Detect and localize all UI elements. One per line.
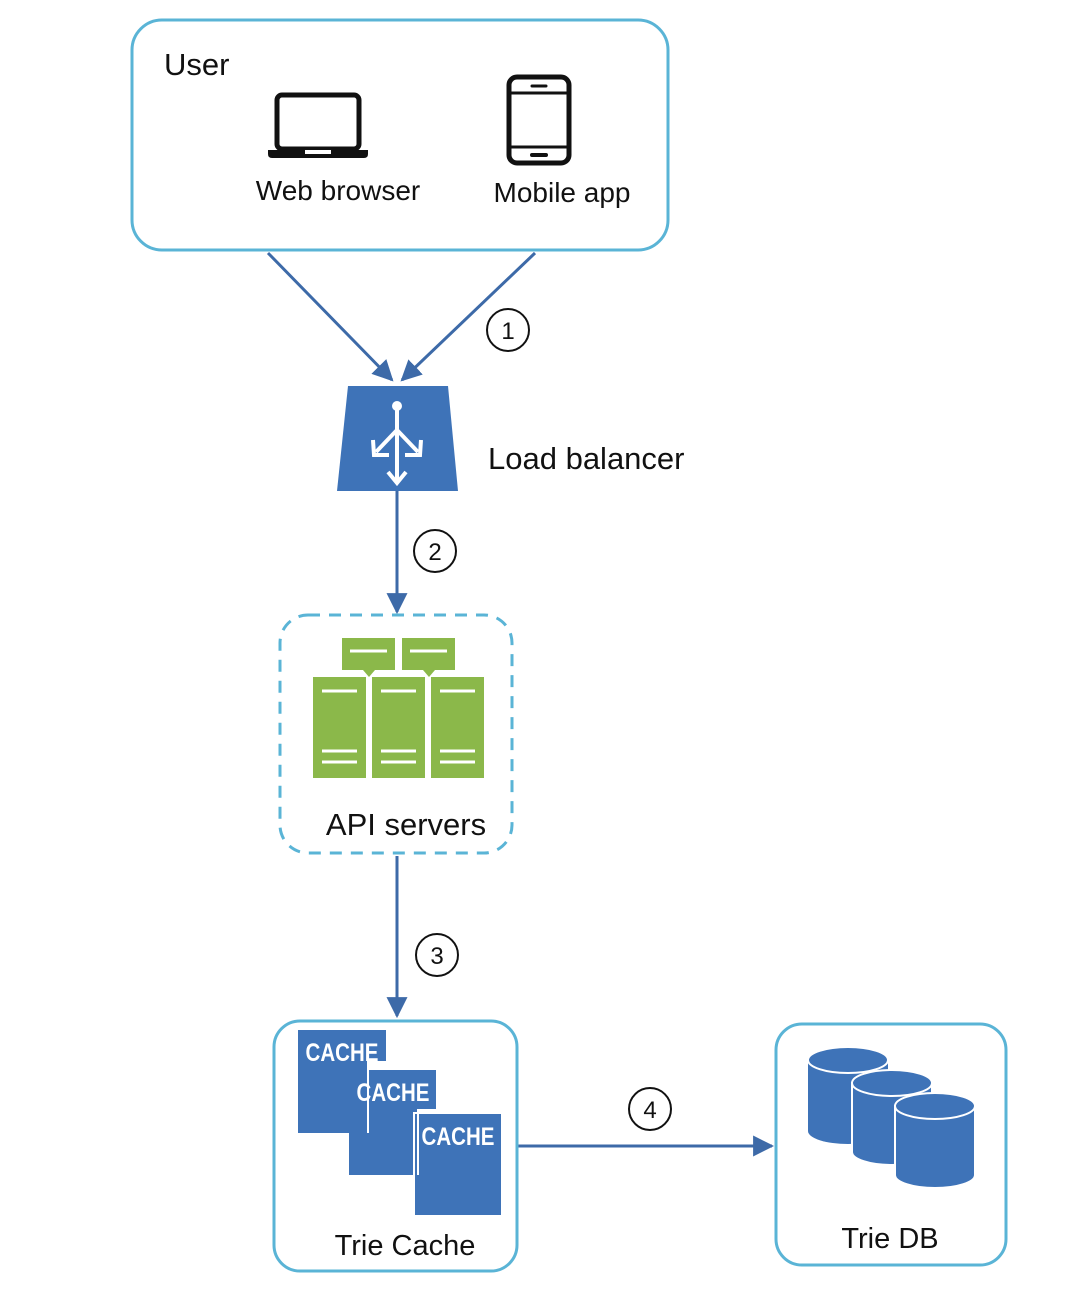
cache-label-1: CACHE [306,1038,379,1066]
api-servers-box: API servers [278,613,514,855]
trie-cache-box: CACHE CACHE CACHE Trie Cache [272,1019,519,1273]
trie-db-box: Trie DB [774,1022,1008,1267]
load-balancer-icon [337,386,458,491]
connectors [266,251,775,1157]
laptop-icon [268,92,368,158]
cache-icon: CACHE CACHE CACHE [298,1030,503,1217]
user-title: User [164,47,229,82]
step-4: 4 [628,1087,672,1131]
api-servers-label: API servers [326,807,486,842]
database-icon [807,1046,976,1189]
svg-text:2: 2 [428,539,441,566]
svg-text:4: 4 [643,1097,656,1124]
cache-label-3: CACHE [422,1122,495,1150]
load-balancer-label: Load balancer [488,441,685,476]
trie-cache-label: Trie Cache [335,1230,476,1262]
smartphone-icon [506,74,572,166]
step-1: 1 [486,308,530,352]
user-box: User Web browser Mobile app [130,18,670,252]
step-3: 3 [415,933,459,977]
cache-label-2: CACHE [357,1078,430,1106]
arrow-mobile-to-lb [400,251,537,382]
mobile-app-label: Mobile app [494,177,631,208]
svg-text:1: 1 [501,318,514,345]
server-rack-icon [313,638,484,778]
svg-text:3: 3 [430,943,443,970]
web-browser-label: Web browser [256,175,420,206]
arrow-web-to-lb [266,251,394,382]
step-2: 2 [413,529,457,573]
trie-db-label: Trie DB [841,1223,938,1255]
